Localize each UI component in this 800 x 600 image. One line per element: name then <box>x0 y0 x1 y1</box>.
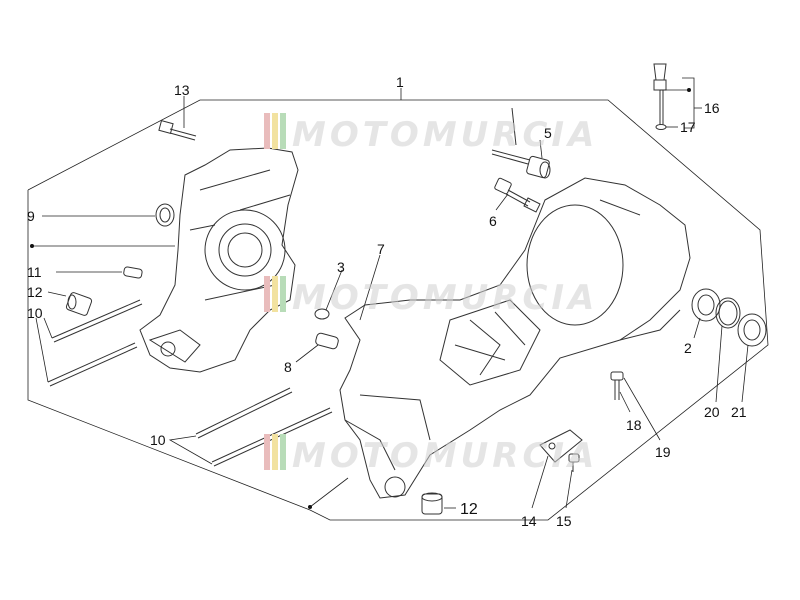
leader-21 <box>741 344 749 403</box>
callout-14: 14 <box>521 513 537 529</box>
watermark-3: MOTOMURCIA <box>264 434 598 476</box>
part-3 <box>314 308 330 320</box>
callout-1: 1 <box>396 74 404 90</box>
watermark-2: MOTOMURCIA <box>264 276 598 318</box>
leader-group-lower <box>309 477 349 508</box>
callout-15: 15 <box>556 513 572 529</box>
studs-10-left <box>47 299 143 387</box>
screw-15 <box>568 453 580 472</box>
callout-13: 13 <box>174 82 190 98</box>
callout-9: 9 <box>27 208 35 224</box>
bolt-13 <box>158 120 197 141</box>
bracket-16 <box>682 77 695 129</box>
callout-19: 19 <box>655 444 671 460</box>
callout-16: 16 <box>704 100 720 116</box>
leader-dot-lower <box>308 505 312 509</box>
leader-7 <box>359 254 381 321</box>
leader-dot-16 <box>687 88 691 92</box>
watermark-1: MOTOMURCIA <box>264 113 598 155</box>
bushing-12-left <box>65 292 93 316</box>
callout-7: 7 <box>377 241 385 257</box>
leader-14 <box>531 455 549 509</box>
leader-10b <box>168 435 213 465</box>
assembly-boundary <box>27 99 769 521</box>
oil-seal-9 <box>155 203 175 227</box>
leader-12a <box>47 291 67 297</box>
callout-12b: 12 <box>460 501 478 518</box>
drain-plug-18 <box>610 371 624 400</box>
right-crankcase-half <box>339 177 691 499</box>
svg-text:MOTOMURCIA: MOTOMURCIA <box>292 115 598 155</box>
leader-15 <box>565 469 573 509</box>
callout-17: 17 <box>680 119 696 135</box>
leader-8 <box>295 344 319 363</box>
oil-seal-21 <box>737 313 767 347</box>
leader-18 <box>619 391 631 413</box>
callout-5: 5 <box>544 125 552 141</box>
plate-14 <box>539 429 583 463</box>
leader-20 <box>715 325 723 403</box>
dowel-8 <box>315 332 339 350</box>
callout-8: 8 <box>284 359 292 375</box>
bushing-12-lower <box>421 492 443 515</box>
dowel-11 <box>123 266 143 279</box>
callout-6: 6 <box>489 213 497 229</box>
leader-6 <box>495 193 509 211</box>
callout-18: 18 <box>626 417 642 433</box>
left-crankcase-half <box>139 147 299 373</box>
svg-text:MOTOMURCIA: MOTOMURCIA <box>292 436 598 476</box>
callout-10a: 10 <box>27 305 43 321</box>
callout-2: 2 <box>684 340 692 356</box>
callout-21: 21 <box>731 404 747 420</box>
svg-text:MOTOMURCIA: MOTOMURCIA <box>292 278 598 318</box>
circlip-20 <box>715 297 741 329</box>
callout-3: 3 <box>337 259 345 275</box>
callout-10b: 10 <box>150 432 166 448</box>
callout-12a: 12 <box>27 284 43 300</box>
bearing-2 <box>691 288 721 322</box>
bushing-5 <box>491 107 551 179</box>
leader-10a-1 <box>43 317 53 339</box>
leader-3 <box>325 269 343 311</box>
dipstick-16 <box>653 63 667 130</box>
bolt-6 <box>494 177 541 213</box>
leader-19 <box>623 377 661 441</box>
leader-2 <box>693 317 701 339</box>
leader-dot-left <box>30 244 34 248</box>
callout-11: 11 <box>27 264 42 280</box>
leader-5 <box>539 139 543 159</box>
callout-20: 20 <box>704 404 720 420</box>
leader-10a-2 <box>35 317 49 383</box>
